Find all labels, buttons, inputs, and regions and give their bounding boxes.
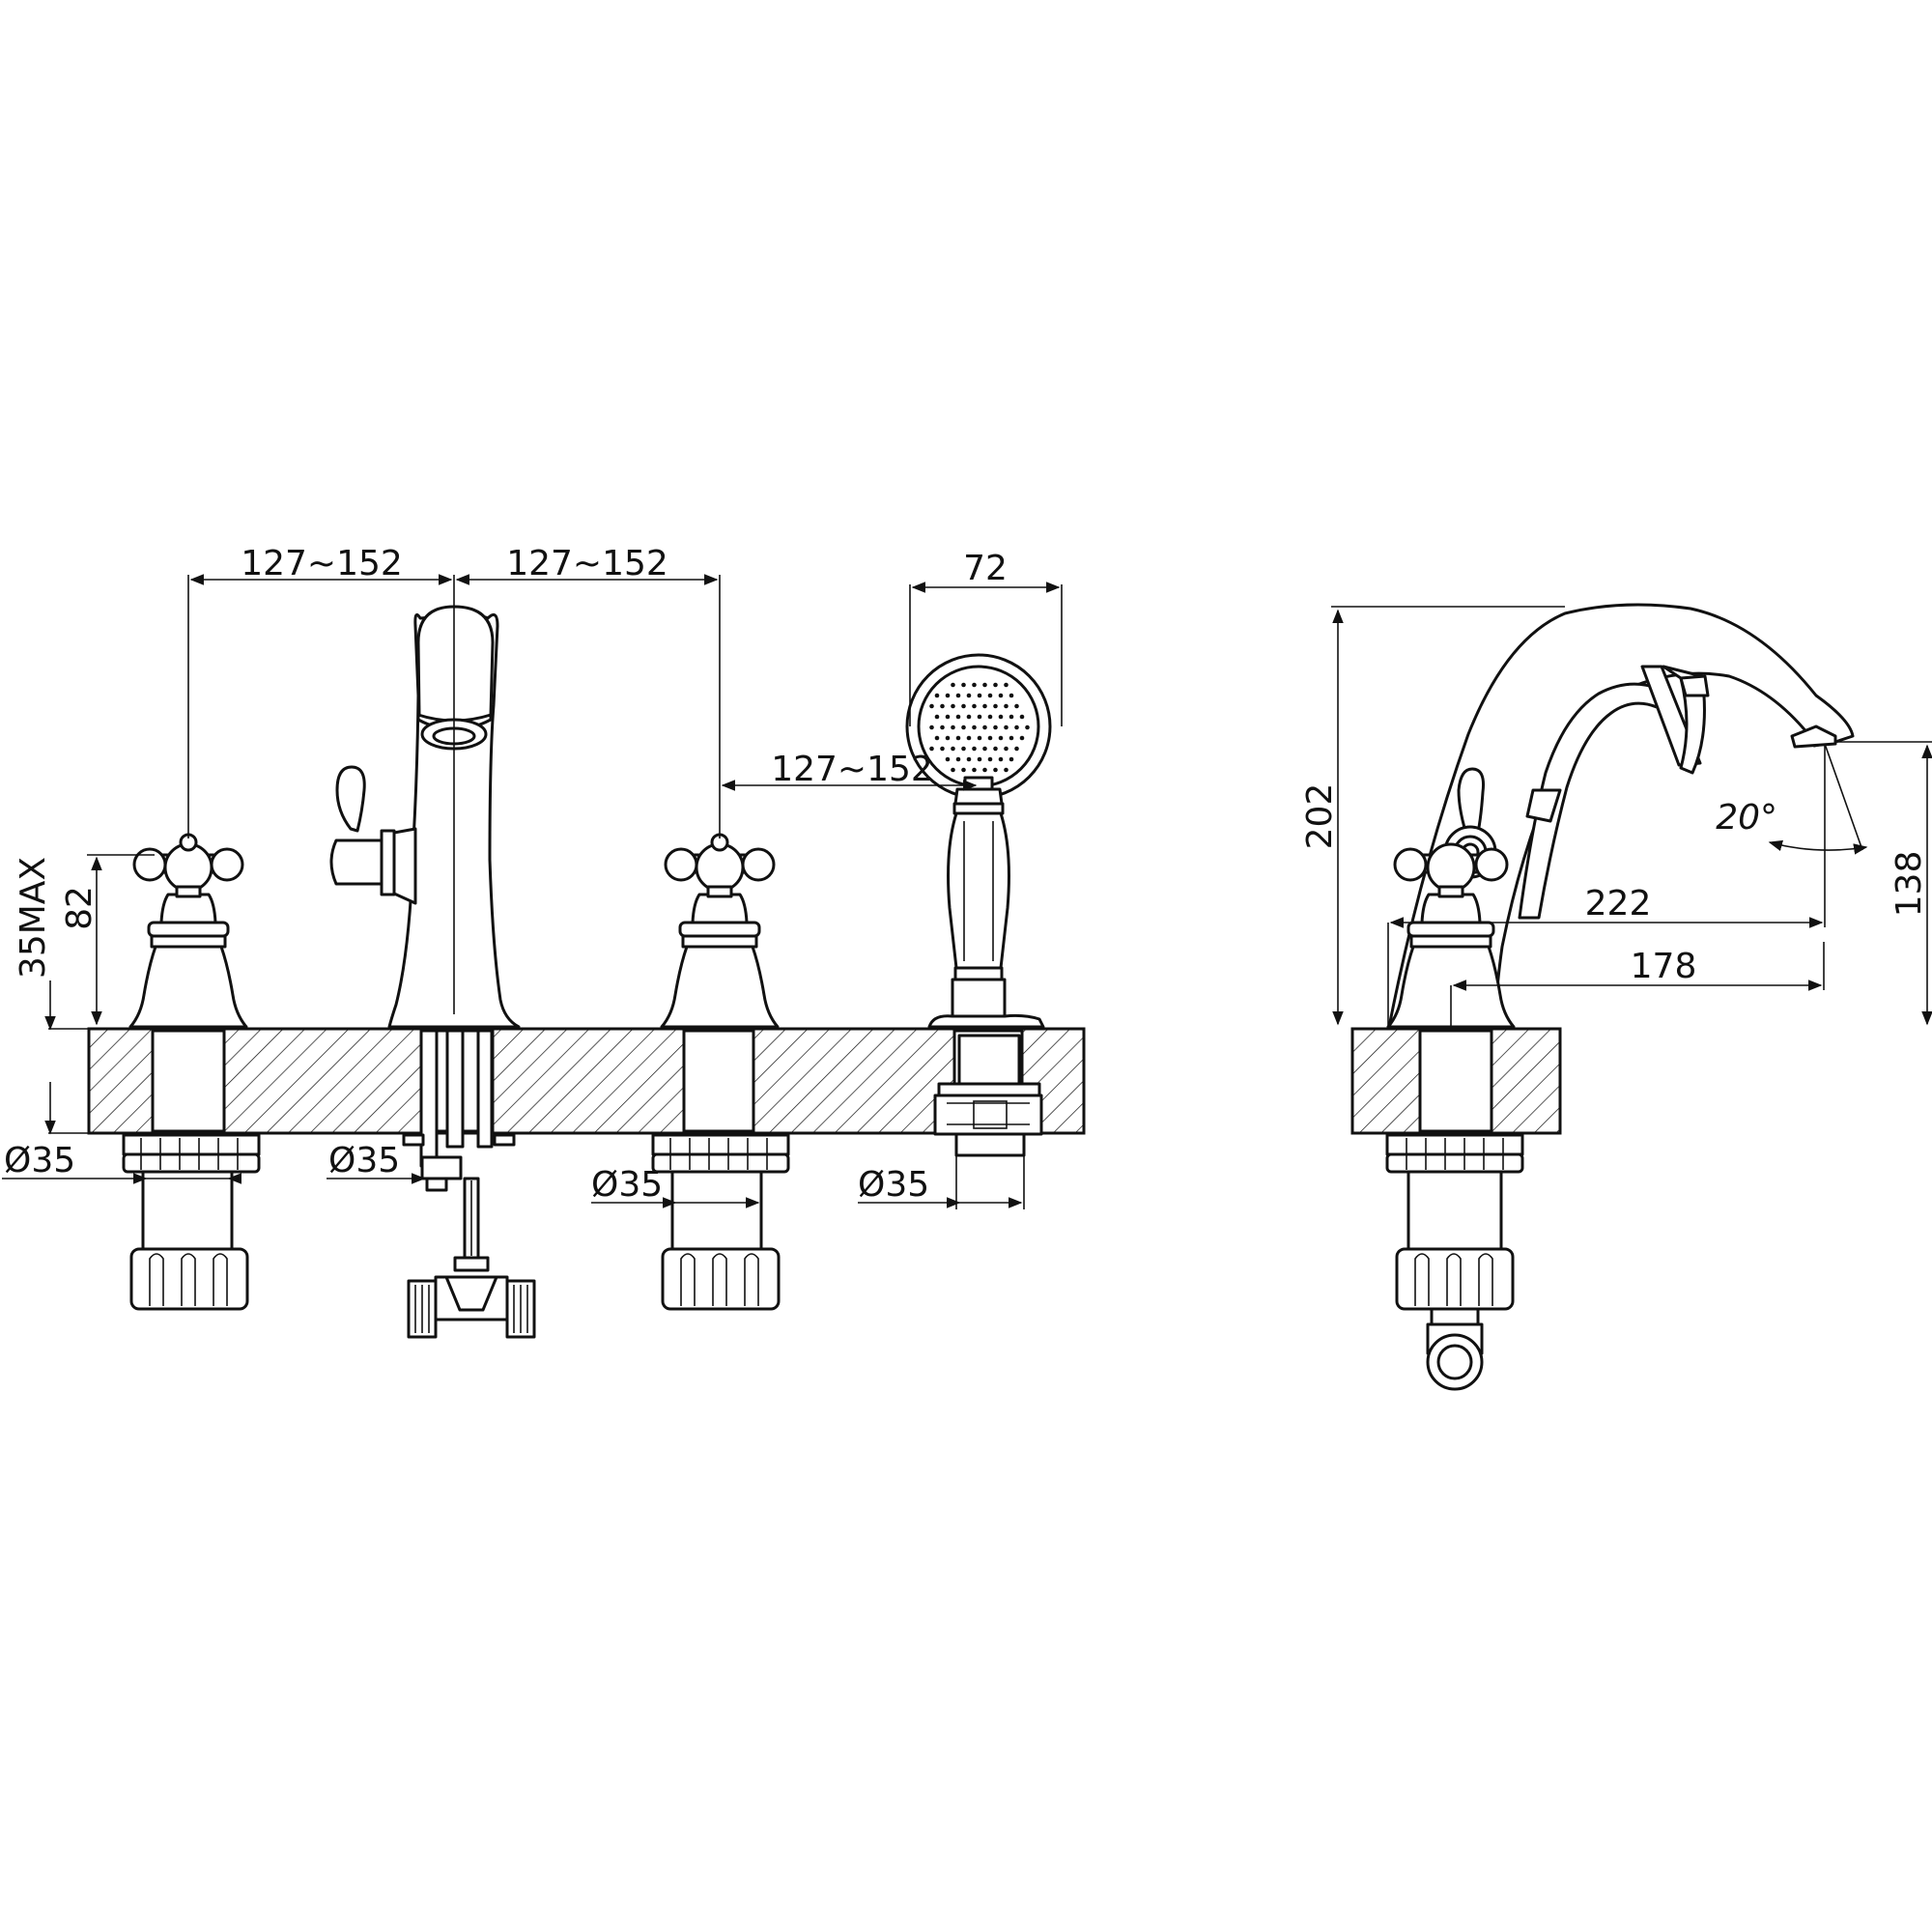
dim-hole-diameter-3: Ø35	[591, 1165, 663, 1205]
front-view: 127~152 127~152 72 127~152 82 35MAX	[2, 544, 1086, 1339]
diverter-fitting-icon	[407, 1275, 536, 1339]
side-view: 202 138 222 178 20°	[1300, 603, 1932, 1391]
dim-spacing-left: 127~152	[241, 544, 403, 583]
dim-hole-diameter-2: Ø35	[328, 1141, 400, 1180]
dim-spacing-right: 127~152	[506, 544, 668, 583]
dim-shower-width: 72	[963, 549, 1008, 588]
dim-hole-diameter-4: Ø35	[858, 1165, 929, 1205]
side-cross-handle-valve	[1386, 842, 1516, 1029]
right-cross-handle-valve	[651, 833, 790, 1311]
front-dimensions: 127~152 127~152 72 127~152 82 35MAX	[2, 544, 1063, 1209]
left-cross-handle-valve	[122, 833, 261, 1311]
dim-outlet-reach: 178	[1631, 947, 1697, 986]
dim-spout-angle: 20°	[1716, 798, 1777, 838]
dim-spout-height: 138	[1889, 851, 1929, 918]
left-cross-handle-icon	[132, 833, 244, 898]
right-cross-handle-icon	[664, 833, 776, 898]
spout-lever-icon	[329, 765, 417, 905]
dim-hole-diameter-1: Ø35	[4, 1141, 75, 1180]
shower-spray-holes-icon	[929, 682, 1030, 773]
side-dimensions: 202 138 222 178 20°	[1300, 606, 1932, 1027]
central-spout	[329, 605, 536, 1339]
dim-handle-height: 82	[60, 886, 99, 930]
dim-deck-thickness: 35MAX	[14, 857, 53, 979]
dim-spacing-shower: 127~152	[771, 750, 933, 789]
dim-total-height: 202	[1300, 783, 1340, 850]
side-elbow-fitting-icon	[1426, 1307, 1484, 1391]
dim-spout-reach: 222	[1585, 884, 1652, 923]
